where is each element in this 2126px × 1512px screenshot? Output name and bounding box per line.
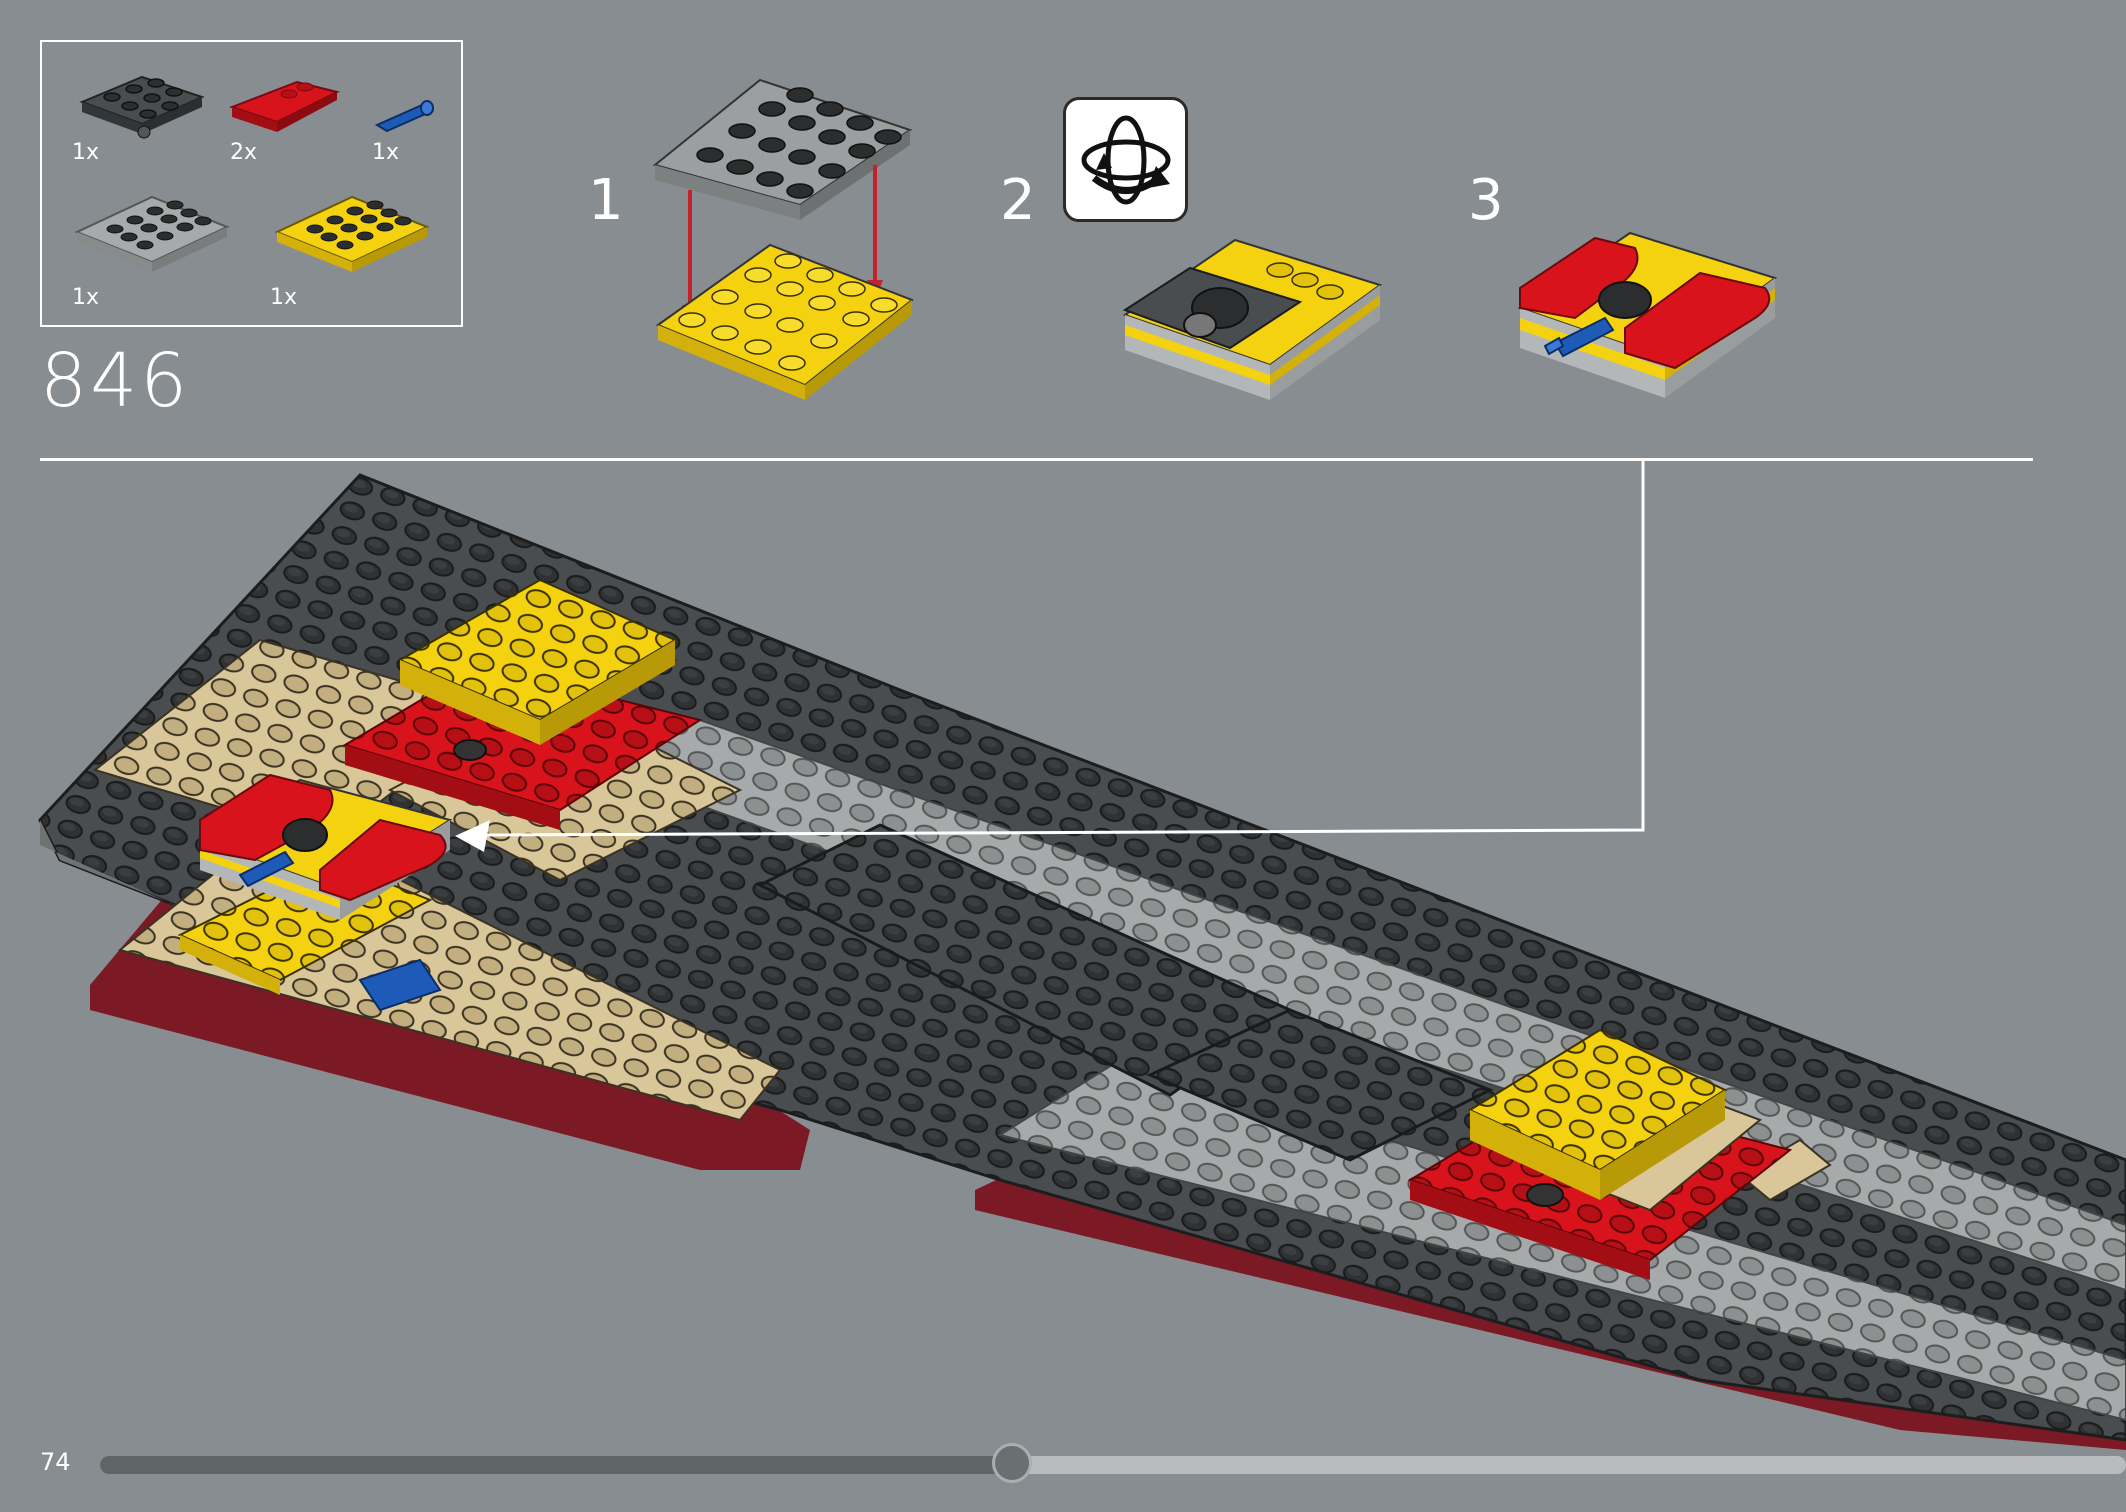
substep-number: 3 — [1468, 168, 1504, 233]
rotate-model-icon — [1081, 115, 1171, 205]
light-gray-plate-part-icon — [74, 195, 230, 272]
substep-3-illustration — [1517, 231, 1778, 398]
part-quantity: 2x — [230, 140, 258, 165]
step-divider — [40, 458, 2033, 461]
red-slope-part-icon — [229, 80, 340, 132]
part-quantity: 1x — [72, 285, 100, 310]
substep-number: 1 — [588, 168, 624, 233]
substep-2-illustration — [1122, 238, 1383, 400]
step-number: 846 — [40, 338, 191, 424]
progress-bar-handle[interactable] — [992, 1443, 1032, 1483]
page-number: 74 — [40, 1448, 71, 1476]
yellow-plate-part-icon — [274, 195, 430, 272]
rotate-model-callout — [1063, 97, 1188, 222]
progress-bar-fill — [100, 1456, 1012, 1474]
parts-list-box: 1x 2x 1x 1x 1x — [40, 40, 463, 327]
part-quantity: 1x — [270, 285, 298, 310]
blue-pin-part-icon — [374, 100, 435, 133]
substep-1-illustration — [652, 78, 914, 400]
substep-number: 2 — [1000, 168, 1036, 233]
part-quantity: 1x — [372, 140, 400, 165]
part-quantity: 1x — [72, 140, 100, 165]
dark-gray-plate-part-icon — [79, 75, 205, 139]
